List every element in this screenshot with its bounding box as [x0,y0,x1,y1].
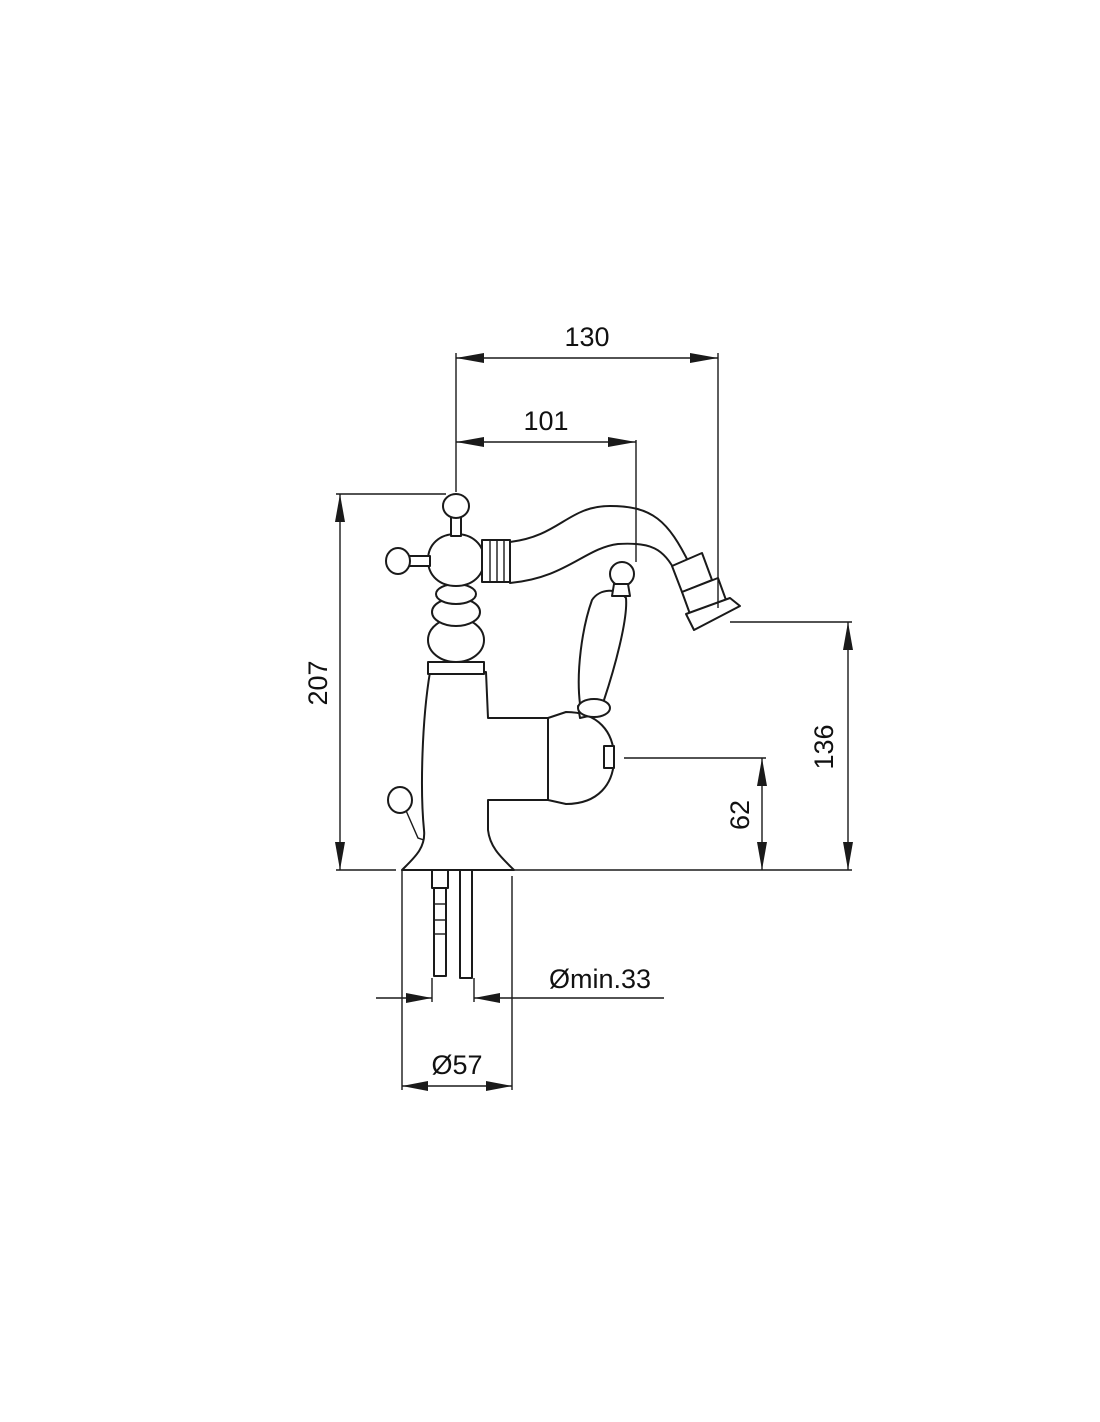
arrowhead [843,842,853,870]
lever-ferrule [577,698,611,718]
dimension-labels: 130 101 207 136 62 Ø57 Ømin.33 [303,322,839,1080]
arrowhead [486,1081,512,1091]
supply-fitting [431,869,449,889]
arrowhead [690,353,718,363]
popup-rod [403,805,425,841]
arrowhead [335,842,345,870]
cartridge-cap [603,745,615,769]
lever-handle [577,589,628,711]
dim-101-label: 101 [523,406,568,436]
arrowhead [757,758,767,786]
left-knob [385,547,411,575]
threaded-rod [459,869,473,979]
arrowhead [608,437,636,447]
faucet-body [385,493,741,979]
arrowhead [843,622,853,650]
arrowhead [474,993,500,1003]
dim-62-label: 62 [725,800,755,830]
spout-outlet-tip [685,597,741,631]
arrowhead [456,353,484,363]
supply-hose [433,887,447,977]
arrowhead [402,1081,428,1091]
dim-130-label: 130 [564,322,609,352]
dimension-lines [335,353,853,1091]
top-knob [442,493,470,519]
valve-connector [481,539,511,583]
column-collar [427,661,485,675]
spout [509,505,691,584]
dim-207-label: 207 [303,660,333,705]
main-column [401,671,549,871]
valve-head [427,533,485,587]
popup-knob [387,786,413,814]
arrowhead [406,993,432,1003]
arrowhead [757,842,767,870]
dim-33-label: Ømin.33 [549,964,651,994]
arrowhead [335,494,345,522]
lever-knob [609,561,635,587]
dim-136-label: 136 [809,724,839,769]
arrowhead [456,437,484,447]
lever-neck [611,583,631,597]
dim-57-label: Ø57 [431,1050,482,1080]
